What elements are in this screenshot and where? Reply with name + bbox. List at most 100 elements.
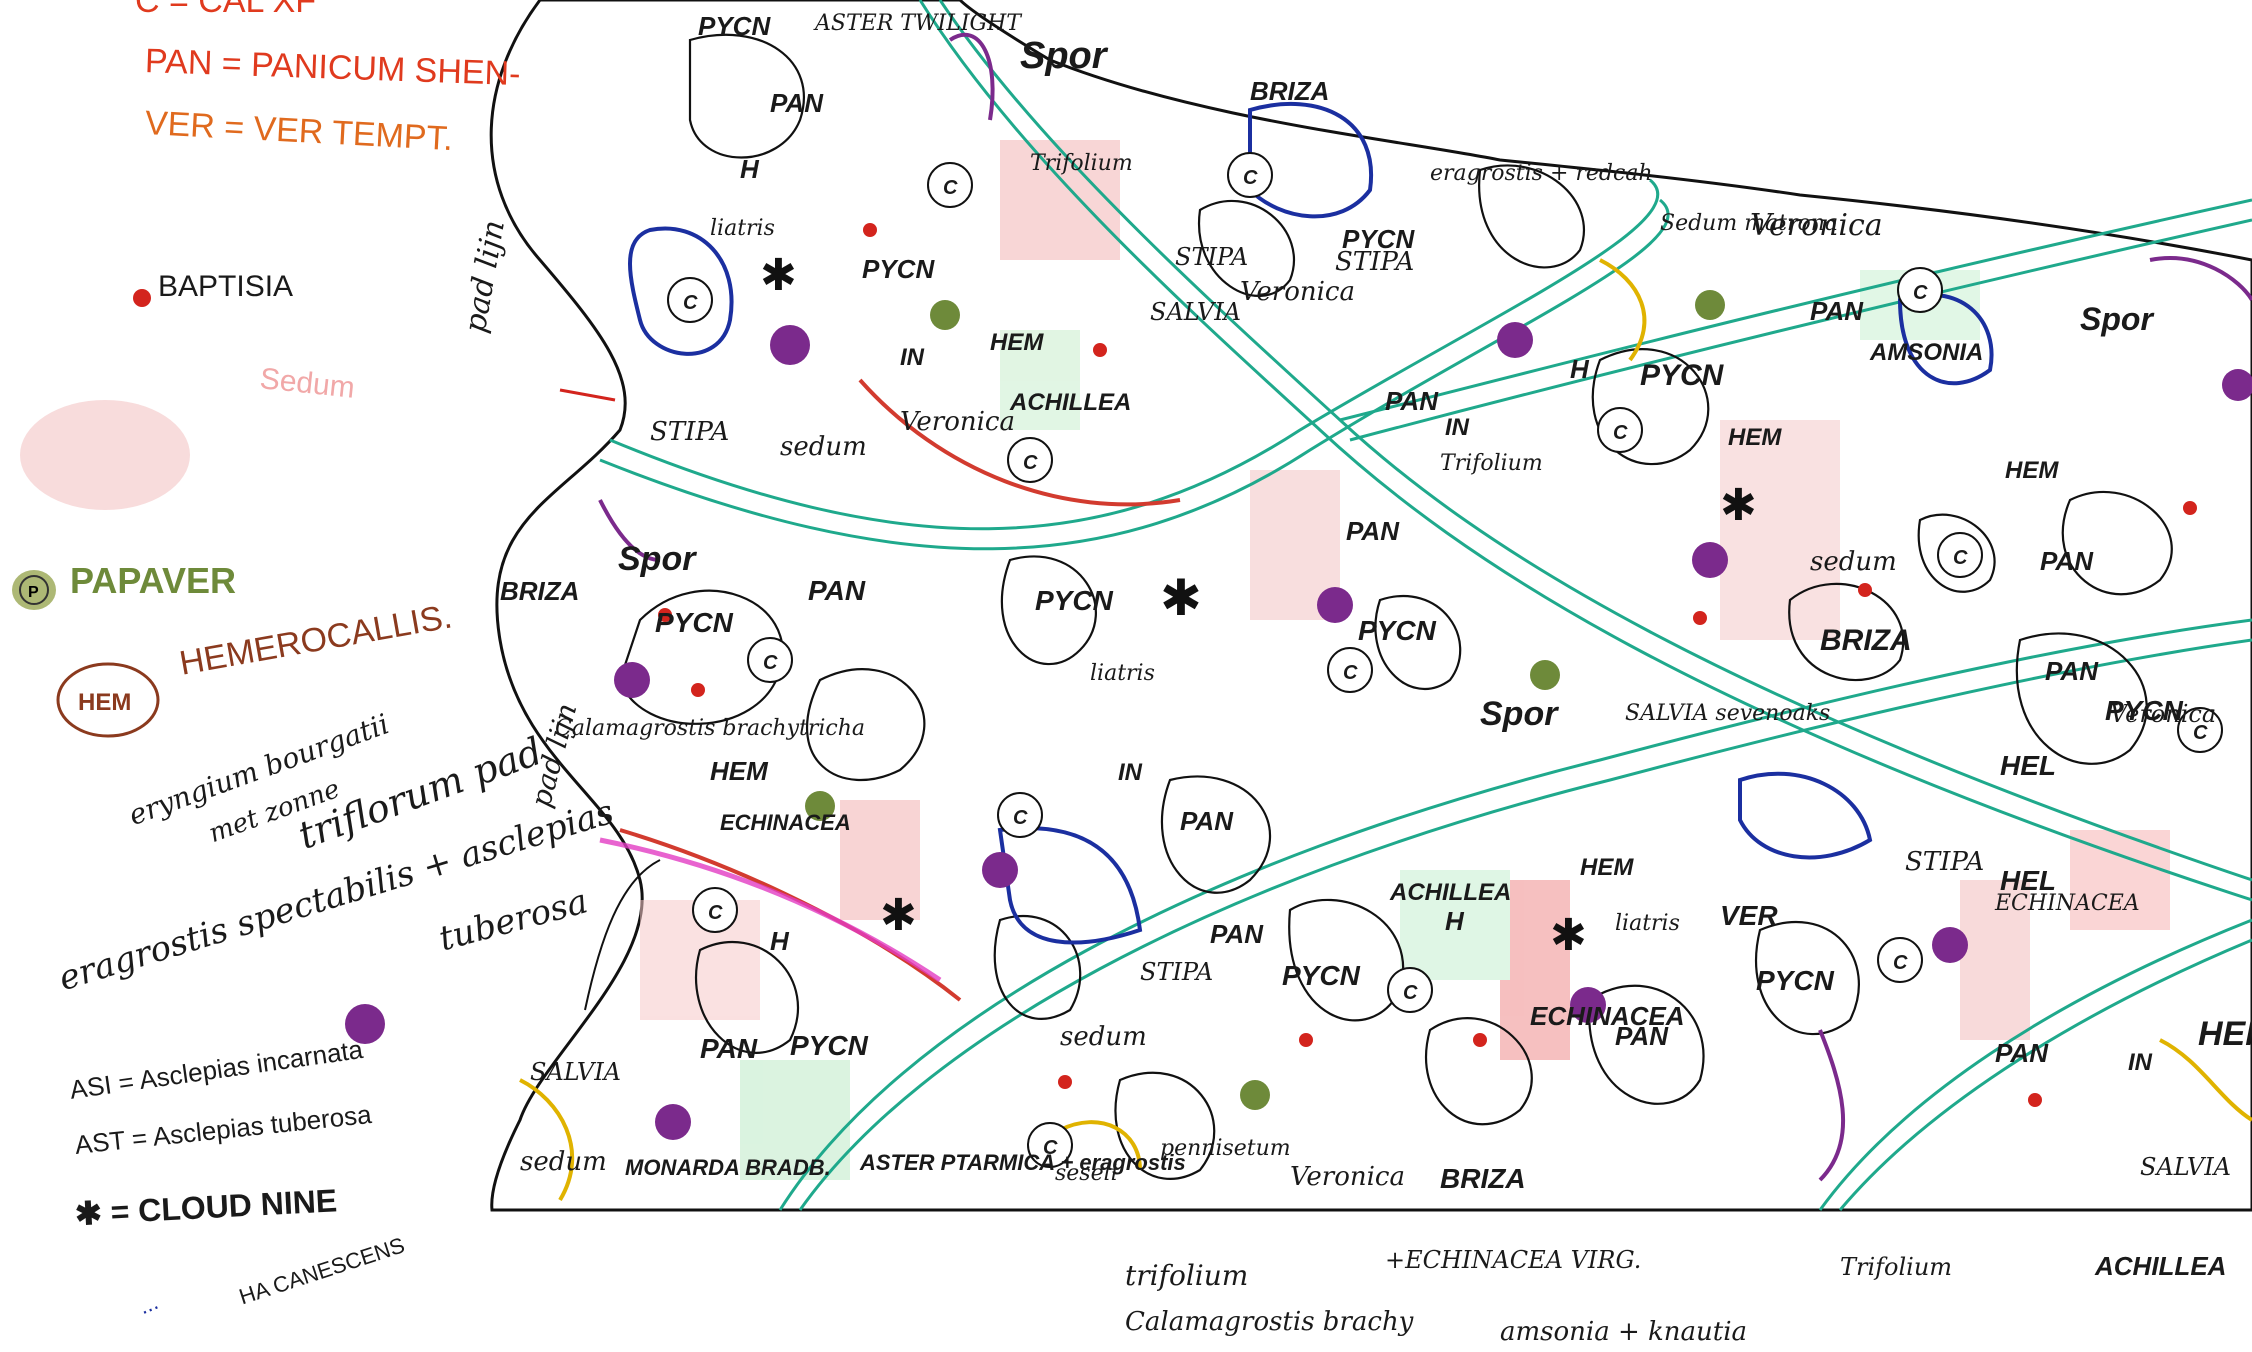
label-monarda: MONARDA BRADB. <box>625 1155 831 1180</box>
label-briza-3: BRIZA <box>500 576 579 606</box>
label-c-11: C <box>1953 547 1968 569</box>
label-faint-2: Calamagrostis brachy <box>1125 1307 1414 1337</box>
label-hem-5: HEM <box>1728 424 1782 451</box>
label-achillea-1: ACHILLEA <box>1009 389 1131 416</box>
label-c-7: C <box>1013 807 1028 829</box>
label-briza-1: BRIZA <box>1440 1163 1526 1194</box>
label-liatris-3: liatris <box>1615 911 1680 936</box>
label-pan-1: PAN <box>770 88 824 118</box>
label-c-8: C <box>1403 982 1418 1004</box>
legend-papaver-code: P <box>28 584 39 601</box>
label-c-12: C <box>1913 282 1928 304</box>
legend-cal-line: C = CAL XF <box>135 0 317 20</box>
walkway-paths <box>599 0 2252 1211</box>
label-spor: Spor <box>1020 35 1109 77</box>
label-stipa-4: STIPA <box>1905 847 1984 877</box>
label-echinacea-virg: +ECHINACEA VIRG. <box>1385 1246 1641 1274</box>
label-pan-6: PAN <box>1810 296 1864 326</box>
label-spor-3: Spor <box>1480 695 1559 733</box>
label-salvia-1: SALVIA <box>530 1058 621 1086</box>
label-c-1: C <box>943 177 958 199</box>
label-faint-3: amsonia + knautia <box>1500 1317 1747 1347</box>
label-spor-2: Spor <box>618 540 697 578</box>
label-salvia-sevenoaks: SALVIA sevenoaks <box>1625 701 1830 726</box>
red-dots <box>133 223 2197 1107</box>
legend-hem-code: HEM <box>78 689 131 716</box>
label-hem-6: HEM <box>2198 1015 2252 1053</box>
label-aster-ptarmica: ASTER PTARMICA + eragrostis <box>859 1150 1186 1175</box>
label-sedum-4: sedum <box>1810 547 1897 577</box>
label-ver-1: VER <box>1720 900 1778 931</box>
cloud-nine-marker-4: ✱ <box>880 890 917 941</box>
label-pycn-5: PYCN <box>1358 615 1437 646</box>
cloud-nine-marker-3: ✱ <box>1550 910 1587 961</box>
label-c-4: C <box>1023 452 1038 474</box>
label-achillea-bottom: ACHILLEA <box>2094 1251 2226 1281</box>
label-eragrostis-redcah: eragrostis + redcah <box>1430 161 1653 186</box>
label-hem-4: HEM <box>2005 457 2059 484</box>
label-sedum-1: sedum <box>780 432 867 462</box>
label-pycn-7: PYCN <box>1342 224 1415 254</box>
label-in-2: IN <box>900 344 925 371</box>
label-c-5: C <box>1343 662 1358 684</box>
label-liatris-2: liatris <box>1090 661 1155 686</box>
label-hem-3: HEM <box>1580 854 1634 881</box>
label-pan-4: PAN <box>1346 516 1400 546</box>
label-pycn-11: PYCN <box>1756 965 1835 996</box>
plan-labels: Spor Spor Spor Spor PAN PAN PAN PAN PAN … <box>500 11 2252 1347</box>
label-h-4: H <box>740 154 760 184</box>
label-pycn-4: PYCN <box>1035 585 1114 616</box>
label-c-15: C <box>708 902 723 924</box>
legend-papaver: PAPAVER <box>70 560 237 601</box>
label-veronica-3: Veronica <box>1240 277 1355 307</box>
label-pan-2: PAN <box>808 575 866 606</box>
label-h-3: H <box>770 926 790 956</box>
label-in-4: IN <box>2128 1049 2153 1076</box>
cloud-nine-marker-5: ✱ <box>1720 480 1757 531</box>
cloud-nine-marker-1: ✱ <box>1160 569 1202 627</box>
cloud-nine-marker-2: ✱ <box>760 250 797 301</box>
label-c-9: C <box>1043 1137 1058 1159</box>
label-stipa-5: STIPA <box>1175 243 1248 271</box>
label-pycn-10: PYCN <box>1282 960 1361 991</box>
label-trifolium-1: Trifolium <box>1030 151 1133 176</box>
label-achillea-2: ACHILLEA <box>1389 879 1511 906</box>
label-veronica-5: Veronica <box>2110 700 2216 728</box>
label-c-6: C <box>763 652 778 674</box>
label-pycn-6: PYCN <box>1640 359 1725 392</box>
label-c-3: C <box>1243 167 1258 189</box>
label-veronica-4: Veronica <box>1290 1162 1405 1192</box>
label-c-10: C <box>1893 952 1908 974</box>
label-amsonia: AMSONIA <box>1869 339 1983 366</box>
label-veronica-2: Veronica <box>900 407 1015 437</box>
label-calamagrostis: Calamagrostis brachytricha <box>555 716 865 741</box>
legend-baptisia: BAPTISIA <box>158 270 294 303</box>
label-hel-1: HEL <box>2000 750 2056 781</box>
label-trifolium-bottom: Trifolium <box>1840 1253 1952 1281</box>
label-seseli: seseli <box>1055 1161 1118 1186</box>
label-sedum-3: sedum <box>1060 1022 1147 1052</box>
label-briza-4: BRIZA <box>1250 76 1329 106</box>
label-c-13: C <box>2193 722 2208 744</box>
label-pan-12: PAN <box>1995 1038 2049 1068</box>
label-c-14: C <box>1613 422 1628 444</box>
label-pycn-3: PYCN <box>655 607 734 638</box>
green-dots <box>805 290 1725 1110</box>
label-pycn-9: PYCN <box>790 1030 869 1061</box>
magenta-marker <box>599 837 942 983</box>
label-pan-5: PAN <box>1385 386 1439 416</box>
label-briza-2: BRIZA <box>1820 624 1912 657</box>
label-hel-2: HEL <box>2000 865 2056 896</box>
label-trifolium-2: Trifolium <box>1440 451 1543 476</box>
label-stipa-2: STIPA <box>1335 247 1414 277</box>
purple-dots <box>345 322 2252 1140</box>
label-in-3: IN <box>1445 414 1470 441</box>
label-pan-9: PAN <box>700 1033 758 1064</box>
label-echinacea-3: ECHINACEA <box>1994 891 2140 916</box>
label-pycn-8: PYCN <box>2105 695 2184 726</box>
label-sedum-matrona: Sedum matrona <box>1660 211 1838 236</box>
label-hem-2: HEM <box>710 756 769 786</box>
label-pan-10: PAN <box>2045 656 2099 686</box>
label-veronica-1: Veronica <box>1750 208 1883 243</box>
